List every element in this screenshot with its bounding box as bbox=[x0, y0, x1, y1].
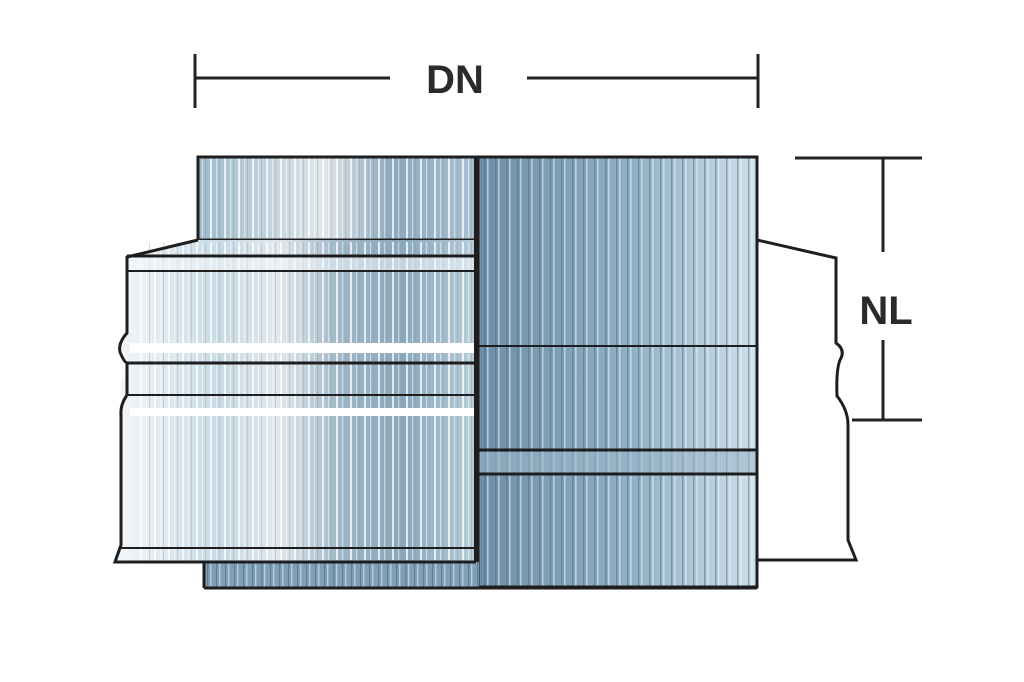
dn-label: DN bbox=[426, 58, 484, 102]
nl-label: NL bbox=[859, 289, 912, 333]
bottom-base bbox=[202, 562, 757, 590]
inner-spigot bbox=[112, 157, 478, 564]
dn-dimension: DN bbox=[193, 54, 760, 108]
right-profile-outline bbox=[756, 238, 859, 562]
nl-dimension: NL bbox=[795, 156, 922, 422]
outer-sleeve bbox=[476, 155, 759, 589]
top-block bbox=[196, 155, 478, 242]
